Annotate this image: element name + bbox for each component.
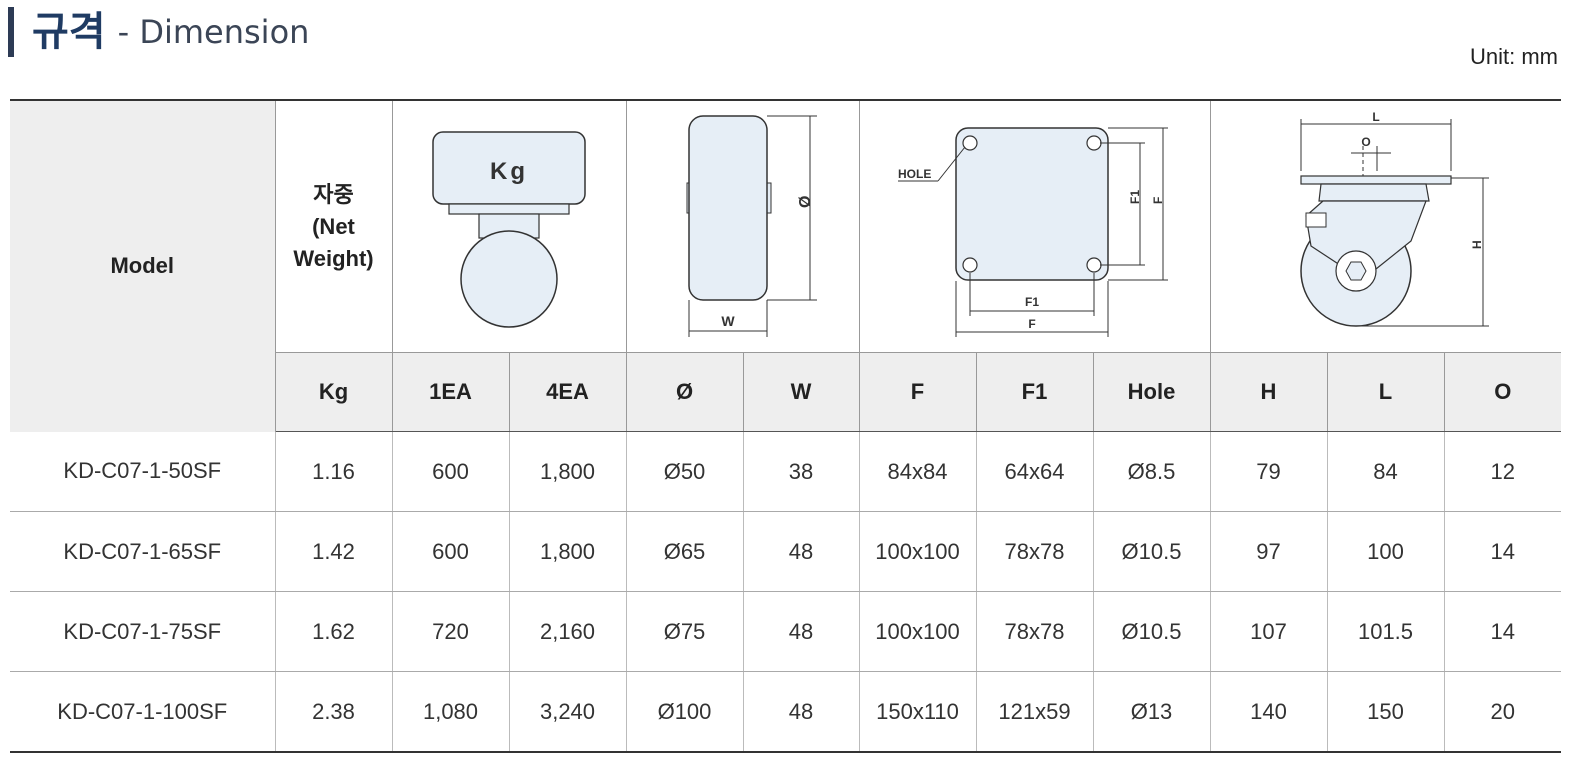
cell-o: 14 [1444,591,1562,672]
cell-width: 48 [743,671,860,753]
caster-l-label: L [1372,110,1379,124]
cell-hole: Ø13 [1093,671,1211,753]
cell-f1: 64x64 [976,431,1094,512]
cell-f1: 121x59 [976,671,1094,753]
caster-o-label: O [1361,135,1370,149]
cell-weight: 1.62 [275,591,393,672]
cell-l: 101.5 [1327,591,1445,672]
cell-o: 20 [1444,671,1562,753]
cell-load-4ea: 3,240 [509,671,627,753]
wheel-size-diagram: Ø W [626,99,860,353]
weight-line-1: 자중 [313,181,354,207]
cell-hole: Ø8.5 [1093,431,1211,512]
subheader-h: H [1210,352,1328,432]
header-model: Model [10,99,276,432]
cell-l: 84 [1327,431,1445,512]
dimension-table: Model 자중 (Net Weight) Kg [10,99,1562,753]
caster-profile-diagram: L O H [1210,99,1562,353]
cell-l: 100 [1327,511,1445,592]
subheader-f1: F1 [976,352,1094,432]
cell-f: 100x100 [859,511,977,592]
cell-load-4ea: 1,800 [509,511,627,592]
subheader-hole: Hole [1093,352,1211,432]
cell-weight: 1.16 [275,431,393,512]
cell-diameter: Ø75 [626,591,744,672]
plate-f1-side-label: F1 [1128,190,1142,204]
cell-f: 100x100 [859,591,977,672]
cell-model: KD-C07-1-100SF [10,671,276,753]
cell-h: 79 [1210,431,1328,512]
cell-h: 140 [1210,671,1328,753]
subheader-1ea: 1EA [392,352,510,432]
table-row: KD-C07-1-75SF 1.62 720 2,160 Ø75 48 100x… [10,591,1562,672]
subheader-diameter: Ø [626,352,744,432]
cell-hole: Ø10.5 [1093,591,1211,672]
cell-diameter: Ø50 [626,431,744,512]
subheader-o: O [1444,352,1562,432]
cell-load-1ea: 600 [392,511,510,592]
load-capacity-diagram: Kg [392,99,627,353]
subheader-l: L [1327,352,1445,432]
wheel-width-label: W [721,313,735,329]
header-net-weight: 자중 (Net Weight) [275,99,393,353]
weight-line-3: Weight) [293,245,374,271]
subheader-width: W [743,352,860,432]
cell-weight: 2.38 [275,671,393,753]
weight-line-2: (Net [312,213,355,239]
cell-model: KD-C07-1-65SF [10,511,276,592]
cell-width: 38 [743,431,860,512]
mounting-plate-diagram: HOLE F1 F F1 F [859,99,1211,353]
cell-hole: Ø10.5 [1093,511,1211,592]
cell-l: 150 [1327,671,1445,753]
title-accent-bar [8,7,14,57]
caster-profile-illustration: L O H [1299,110,1489,327]
cell-o: 12 [1444,431,1562,512]
cell-width: 48 [743,511,860,592]
cell-model: KD-C07-1-50SF [10,431,276,512]
cell-h: 97 [1210,511,1328,592]
mounting-plate-illustration: HOLE F1 F F1 F [897,127,1168,337]
title-english: - Dimension [117,13,310,51]
cell-load-1ea: 720 [392,591,510,672]
cell-f: 150x110 [859,671,977,753]
wheel-size-illustration: Ø W [686,115,817,337]
cell-load-1ea: 600 [392,431,510,512]
page-title: 규격 - Dimension [8,4,309,60]
cell-diameter: Ø100 [626,671,744,753]
cell-o: 14 [1444,511,1562,592]
title-korean: 규격 [32,9,106,55]
cell-f1: 78x78 [976,511,1094,592]
table-row: KD-C07-1-100SF 2.38 1,080 3,240 Ø100 48 … [10,671,1562,753]
plate-f-bottom-label: F [1028,317,1035,331]
load-capacity-illustration: Kg [431,131,586,328]
cell-load-4ea: 2,160 [509,591,627,672]
unit-label: Unit: mm [1470,44,1558,69]
cell-diameter: Ø65 [626,511,744,592]
cell-f: 84x84 [859,431,977,512]
cell-model: KD-C07-1-75SF [10,591,276,672]
plate-hole-label: HOLE [898,167,931,181]
table-row: KD-C07-1-65SF 1.42 600 1,800 Ø65 48 100x… [10,511,1562,592]
cell-width: 48 [743,591,860,672]
subheader-4ea: 4EA [509,352,627,432]
caster-h-label: H [1470,240,1484,249]
subheader-kg: Kg [275,352,393,432]
table-row: KD-C07-1-50SF 1.16 600 1,800 Ø50 38 84x8… [10,431,1562,512]
cell-load-1ea: 1,080 [392,671,510,753]
subheader-f: F [859,352,977,432]
cell-load-4ea: 1,800 [509,431,627,512]
wheel-dia-label: Ø [797,196,814,208]
cell-f1: 78x78 [976,591,1094,672]
cell-h: 107 [1210,591,1328,672]
load-kg-label: Kg [490,158,528,185]
plate-f-side-label: F [1151,197,1165,204]
plate-f1-bottom-label: F1 [1024,295,1038,309]
cell-weight: 1.42 [275,511,393,592]
